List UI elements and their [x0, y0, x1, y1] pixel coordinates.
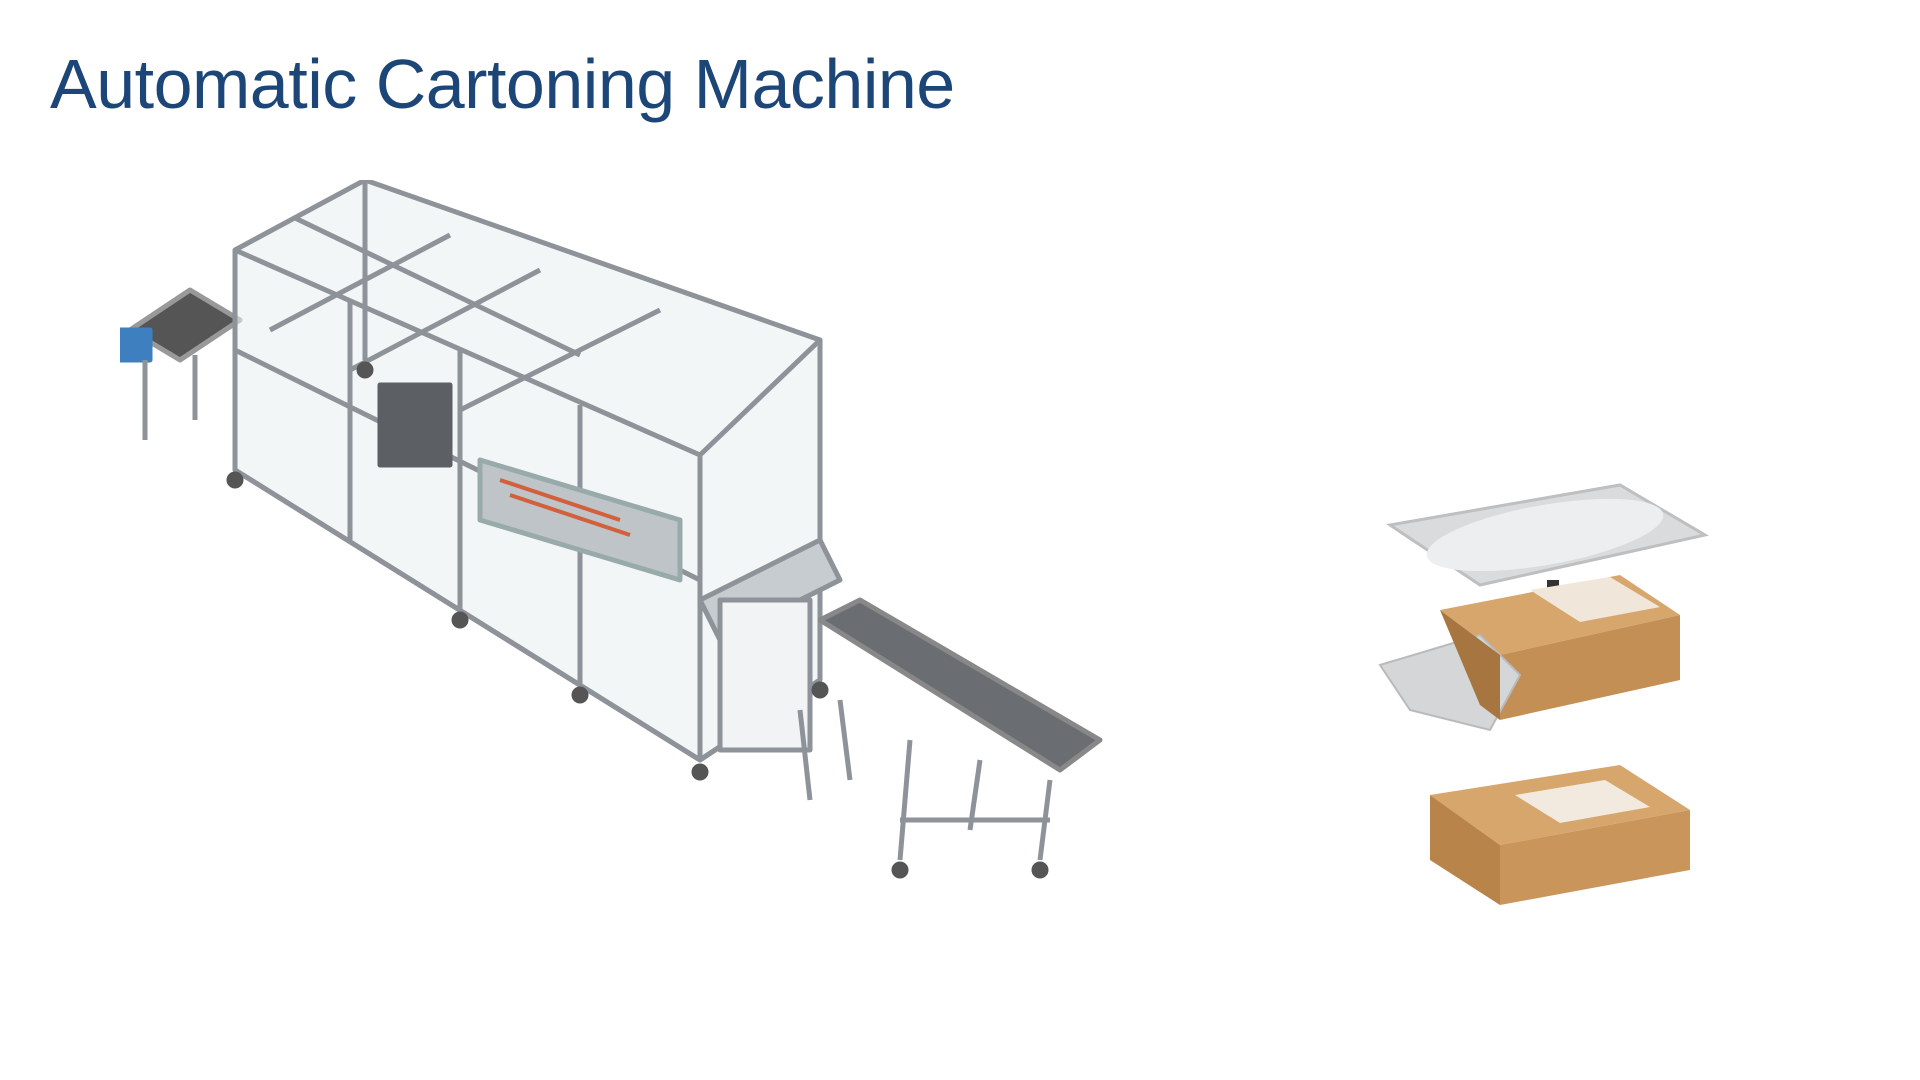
- open-carton-icon: [1378, 575, 1680, 732]
- pouch-icon: [1386, 483, 1710, 587]
- closed-carton-icon: [1430, 765, 1690, 905]
- pouch-into-carton-image: [1378, 483, 1710, 905]
- cartoning-machine-image: [120, 180, 1103, 879]
- slide-title: Automatic Cartoning Machine: [50, 45, 955, 123]
